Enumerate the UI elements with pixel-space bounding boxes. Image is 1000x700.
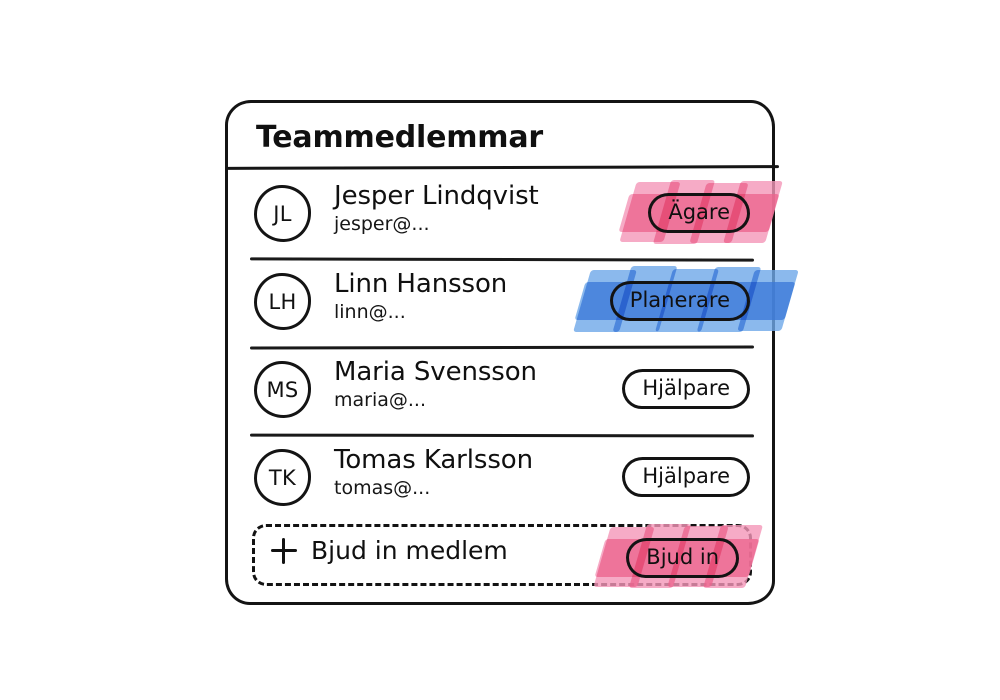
member-email: jesper@... [334,213,430,236]
invite-member-row[interactable]: Bjud in medlem Bjud in [252,524,764,588]
status-badge[interactable]: Hjälpare [622,368,750,410]
status-badge[interactable]: Hjälpare [622,456,750,498]
avatar: LH [254,273,311,330]
plus-icon [271,538,297,564]
card-header: Teammedlemmar [228,103,772,167]
invite-member-label: Bjud in medlem [311,535,508,565]
role-chip-container: Ägare [618,180,784,244]
avatar: MS [254,361,311,418]
avatar-initials: TK [268,466,297,490]
table-row[interactable]: LH Linn Hansson linn@... Planerare [228,258,799,345]
avatar-initials: MS [266,378,299,402]
invite-label-group: Bjud in medlem [271,538,508,564]
member-name: Jesper Lindqvist [334,181,539,211]
role-chip-container: Hjälpare [622,368,750,410]
avatar: JL [254,185,311,242]
member-name: Tomas Karlsson [334,445,533,475]
member-name: Maria Svensson [334,357,537,387]
member-name: Linn Hansson [334,269,508,299]
status-badge[interactable]: Planerare [609,280,750,322]
page-title: Teammedlemmar [256,120,543,155]
member-identity: Linn Hansson linn@... [334,270,507,324]
role-chip-container: Planerare [572,266,799,332]
table-row[interactable]: JL Jesper Lindqvist jesper@... Ägare [228,170,784,257]
avatar-initials: LH [268,290,297,314]
status-badge[interactable]: Ägare [648,192,750,234]
member-identity: Jesper Lindqvist jesper@... [334,182,539,236]
member-email: maria@... [334,389,427,412]
team-members-card: Teammedlemmar JL Jesper Lindqvist jesper… [225,100,799,605]
member-email: linn@... [334,301,406,324]
invite-button[interactable]: Bjud in [626,537,739,579]
member-email: tomas@... [334,477,431,500]
member-identity: Maria Svensson maria@... [334,358,537,412]
member-identity: Tomas Karlsson tomas@... [334,446,533,500]
avatar-initials: JL [273,202,292,226]
table-row[interactable]: MS Maria Svensson maria@... Hjälpare [228,346,772,433]
avatar: TK [254,449,311,506]
role-chip-container: Hjälpare [622,456,750,498]
table-row[interactable]: TK Tomas Karlsson tomas@... Hjälpare [228,434,772,521]
invite-button-container: Bjud in [593,524,764,588]
